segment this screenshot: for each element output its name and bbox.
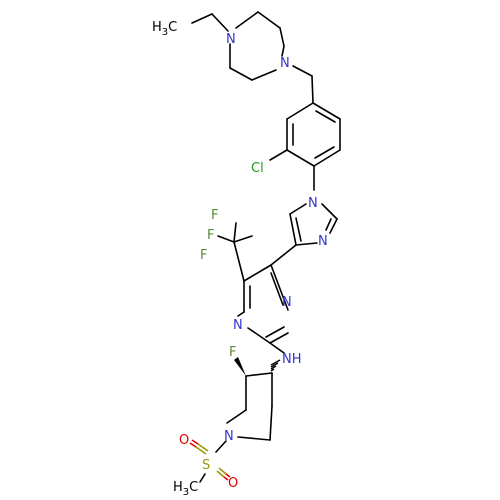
cf3-f-bottom: F	[200, 248, 207, 263]
bond-n-ch2	[292, 65, 313, 77]
oxygen-top: O	[179, 433, 189, 448]
bond-imid-3	[295, 242, 318, 246]
piperazine-n-top: N	[226, 32, 236, 47]
bond-pip2-c	[237, 436, 271, 441]
bond-bz-inner-2	[314, 146, 335, 159]
bond-cf3-f-bottom	[233, 235, 253, 243]
mesyl-ch3-label: H3C	[173, 480, 198, 498]
cf3-f-top: F	[211, 208, 218, 223]
bond-c-cl	[269, 149, 288, 161]
imidazole-n3: N	[318, 234, 328, 249]
oxygen-bottom: O	[228, 476, 238, 491]
bond-pyr-cf3	[233, 241, 245, 282]
bond-bz-1	[312, 102, 341, 120]
stereo-bonds	[234, 357, 281, 376]
bond-imid-pyr	[270, 244, 297, 266]
pyrimidine-n1: N	[233, 318, 243, 333]
bond-pyr-3	[237, 311, 245, 317]
sulfur-label: S	[202, 458, 210, 473]
bond-bz-6	[286, 102, 314, 120]
bond-pyr-1	[243, 264, 272, 282]
bond-bz-4	[286, 149, 315, 167]
bond-cf3-f-top	[233, 222, 237, 243]
bond-imid-1	[289, 203, 307, 215]
bond-pip2-d	[269, 405, 273, 441]
bond-pip1-a	[235, 11, 259, 29]
bond-pip1-e	[229, 67, 253, 81]
cf3-f-left: F	[207, 228, 214, 243]
bond-ch3-ch2	[191, 13, 213, 24]
bond-pip1-c	[281, 45, 285, 57]
bond-cf3-f-left	[217, 235, 235, 243]
bond-pip2-f	[245, 372, 273, 377]
bond-imid-inner-2	[325, 218, 332, 231]
bond-bz-inner-1	[315, 110, 336, 123]
ethyl-ch3-label: H3C	[152, 20, 177, 38]
pyrimidine-n3: N	[282, 295, 292, 310]
bond-ch2-n-top	[211, 13, 229, 32]
bond-s-ch3	[199, 473, 206, 483]
ring-fluorine: F	[229, 345, 236, 360]
bond-pyr-inner-3	[270, 272, 284, 306]
bond-pyr-5	[269, 332, 289, 344]
bond-bz-3	[313, 149, 341, 167]
hash-nh	[270, 359, 281, 372]
amine-nh: NH	[282, 352, 302, 367]
atom-labels: H3C N N Cl N N F F F N N NH F N S O O H3…	[152, 20, 328, 498]
imidazole-n1: N	[308, 196, 318, 211]
piperazine-n-bottom: N	[280, 56, 290, 71]
bond-n-s	[215, 440, 227, 453]
bond-imid-5	[321, 203, 338, 220]
chlorine-label: Cl	[251, 161, 264, 176]
piperidine-n: N	[224, 429, 234, 444]
bond-ch2-benzene	[311, 75, 314, 104]
bond-pip1-d	[251, 69, 277, 81]
bond-imid-inner-1	[295, 217, 302, 242]
bond-pyr-6	[270, 264, 289, 311]
bond-pyr-nh	[269, 342, 285, 354]
bond-pip2-b	[226, 409, 247, 424]
bond-imid-4	[329, 218, 338, 234]
bond-pip1-g	[279, 27, 285, 47]
bond-pyr-inner-2	[265, 326, 285, 338]
bonds	[191, 11, 341, 483]
sulfonyl-bonds	[189, 439, 231, 481]
bond-pip1-b	[257, 11, 281, 29]
wedge-f	[234, 357, 246, 376]
bond-pyr-4	[247, 327, 271, 344]
bond-imid-2	[289, 213, 297, 246]
